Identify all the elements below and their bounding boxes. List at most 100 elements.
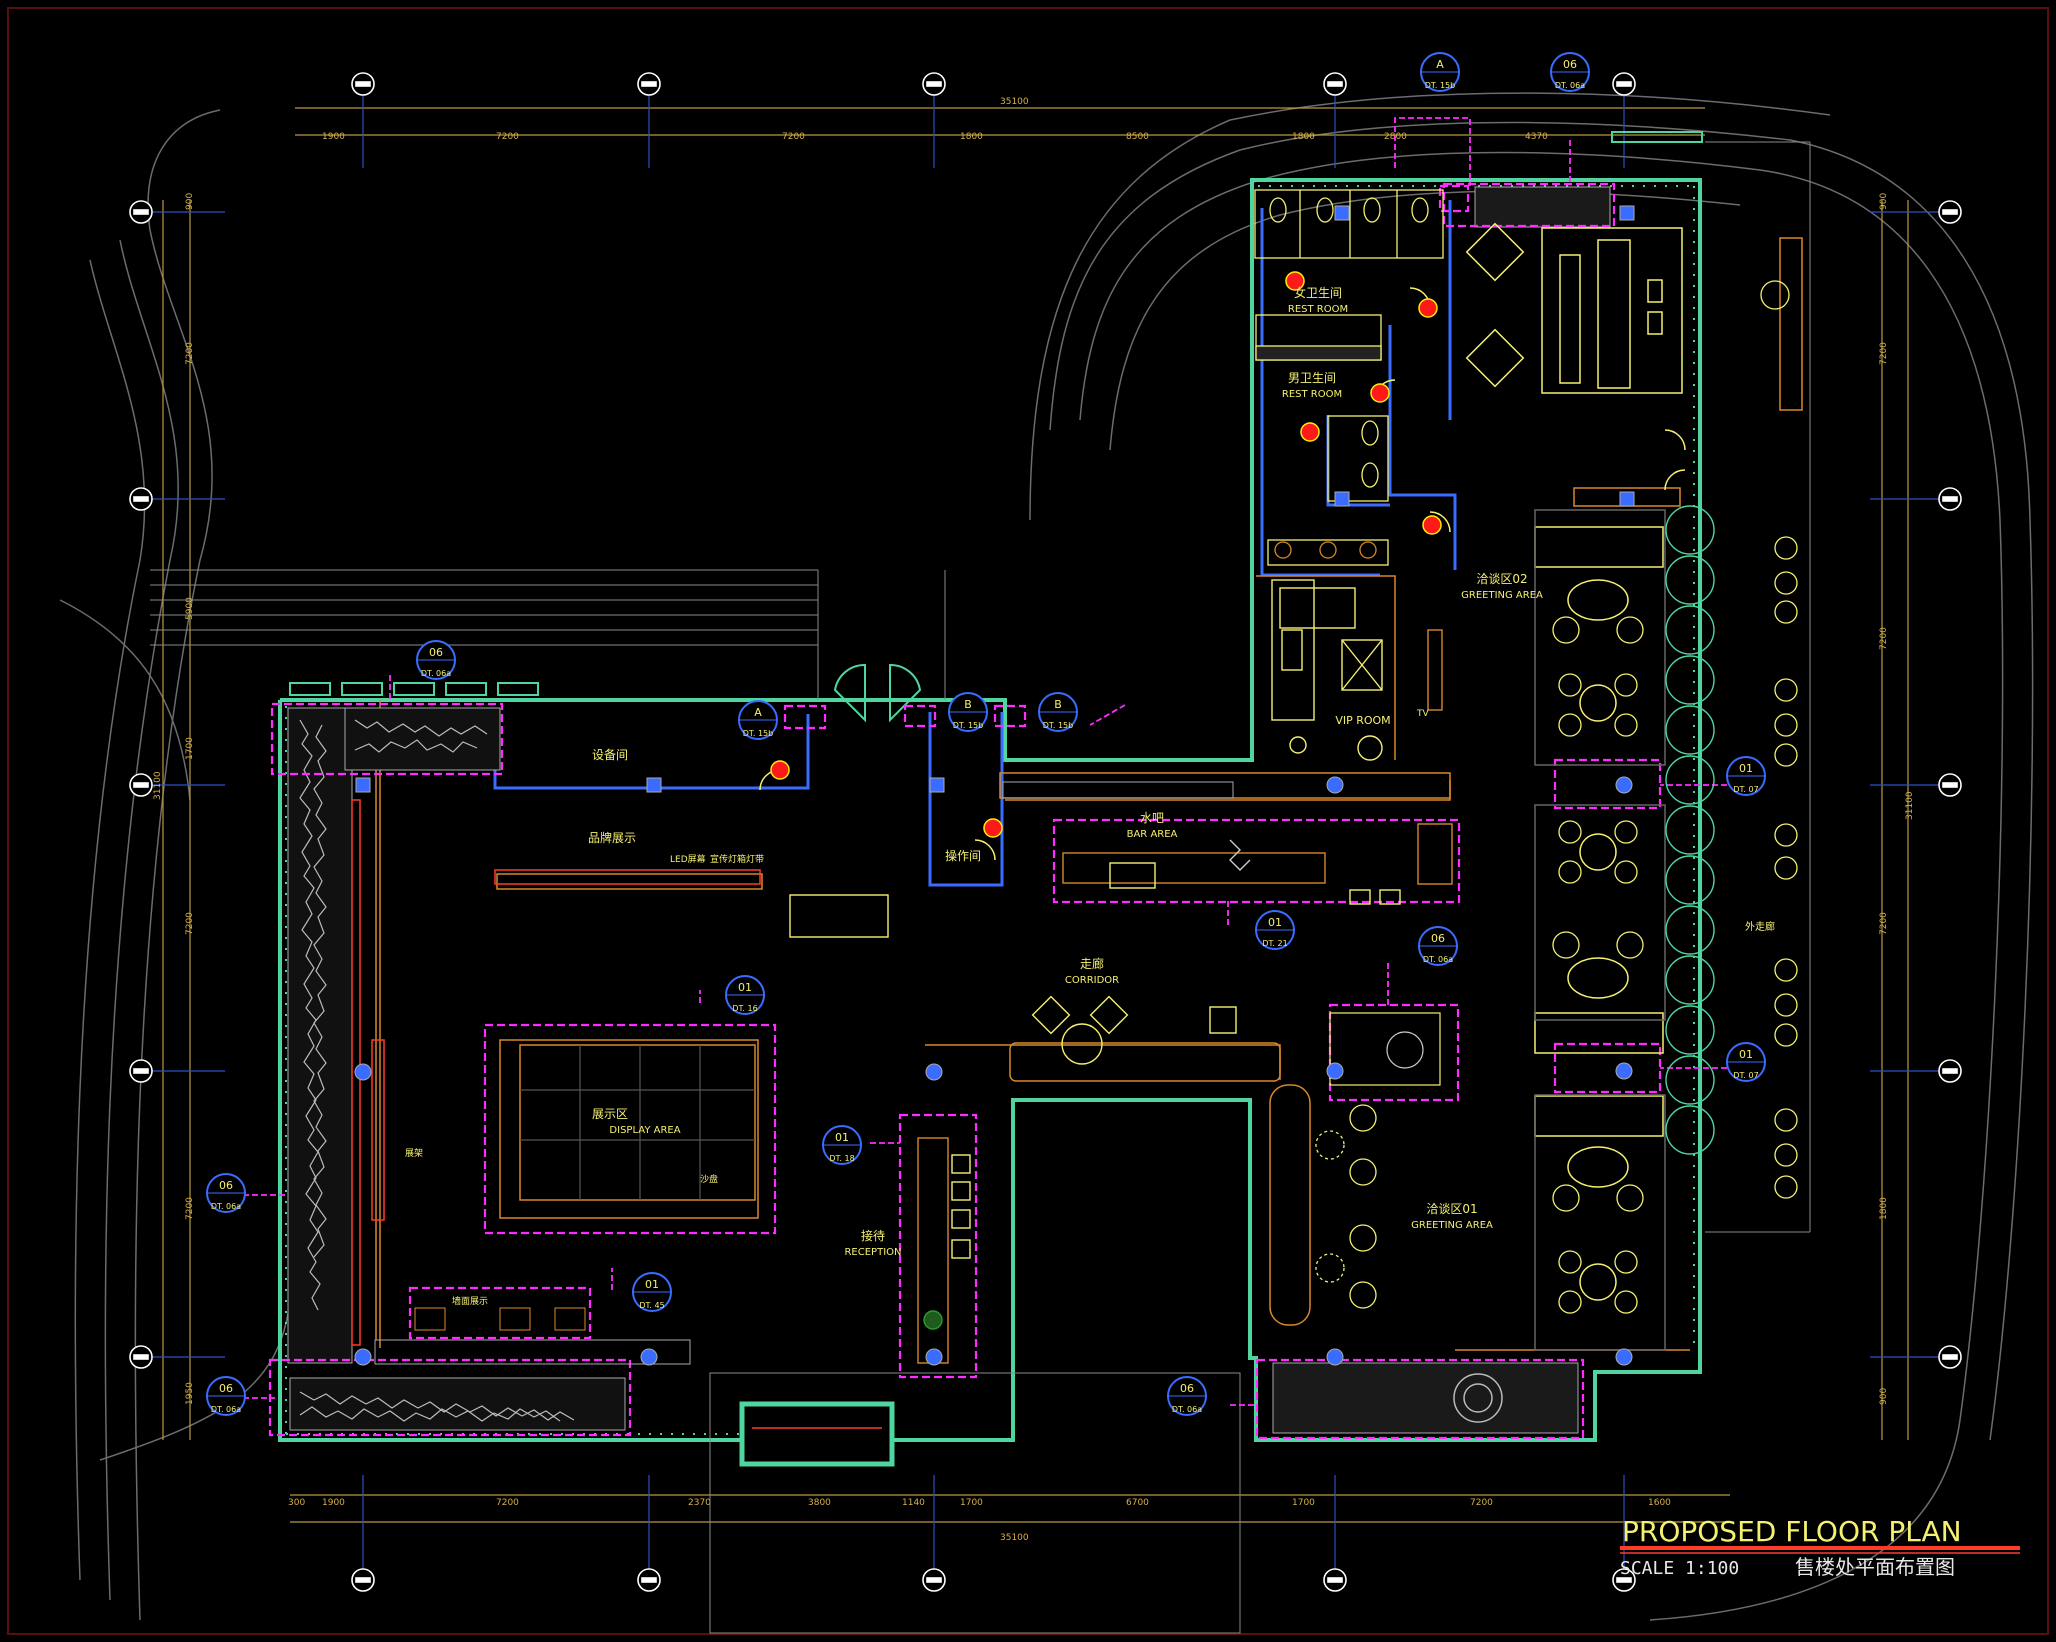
women-restroom-label-cn: 女卫生间 — [1294, 285, 1342, 300]
bar-label-en: BAR AREA — [1127, 829, 1178, 840]
callout-ref: DT. 06a — [1423, 955, 1453, 964]
callout-number: A — [754, 706, 762, 719]
reception-desk — [917, 1137, 971, 1364]
dim-label: 1800 — [960, 132, 983, 142]
callout-number: 01 — [645, 1278, 659, 1291]
bar-label-cn: 水吧 — [1140, 811, 1164, 825]
greeting02-label-cn: 洽谈区02 — [1476, 572, 1527, 586]
axis-bubbles — [129, 72, 1962, 1592]
greeting01-chairs — [1315, 1104, 1377, 1309]
callout-ref: DT. 45 — [639, 1301, 664, 1310]
axis-bubble — [351, 1568, 375, 1592]
callout-ref: DT. 15b — [743, 729, 773, 738]
callout-number: 01 — [1268, 916, 1282, 929]
callout-ref: DT. 16 — [732, 1004, 757, 1013]
callout-number: 01 — [738, 981, 752, 994]
callout-number: B — [964, 698, 972, 711]
dim-label: 4370 — [1525, 132, 1548, 142]
callout-ref: DT. 06a — [1172, 1405, 1202, 1414]
bar-furniture — [1062, 823, 1453, 905]
brand-display-label: 品牌展示 — [588, 831, 636, 845]
women-restroom-label-en: REST ROOM — [1288, 304, 1348, 315]
axis-bubble — [129, 1059, 153, 1083]
axis-bubble — [1938, 773, 1962, 797]
dim-label: 7200 — [185, 1197, 195, 1220]
dim-label: 7200 — [1879, 627, 1889, 650]
axis-bubble — [1323, 72, 1347, 96]
men-restroom-label-en: REST ROOM — [1282, 389, 1342, 400]
display-label-cn: 展示区 — [592, 1107, 628, 1121]
curtain-wall-ticks — [285, 185, 1695, 1435]
dim-label: 7200 — [1879, 342, 1889, 365]
main-entrance — [739, 663, 922, 1467]
callout-number: A — [1436, 58, 1444, 71]
dim-label: 1600 — [1648, 1498, 1671, 1508]
dim-label: 900 — [1879, 193, 1889, 210]
planter-walls — [287, 186, 1611, 1434]
axis-bubble — [1612, 1568, 1636, 1592]
axis-bubble — [1612, 72, 1636, 96]
dim-label: 900 — [185, 193, 195, 210]
callout-number: 06 — [1563, 58, 1577, 71]
reception-label-cn: 接待 — [861, 1228, 885, 1243]
dim-label: 300 — [288, 1498, 305, 1508]
callout-number: 06 — [219, 1179, 233, 1192]
axis-bubble — [1938, 487, 1962, 511]
dim-bottom-total: 35100 — [1000, 1533, 1029, 1543]
note-led-screen: LED屏幕 — [670, 853, 706, 865]
axis-bubble — [637, 1568, 661, 1592]
drawing-subtitle-cn: 售楼处平面布置图 — [1795, 1555, 1955, 1579]
axis-bubble — [1938, 200, 1962, 224]
callout-ref: DT. 15b — [953, 721, 983, 730]
dim-label: 1800 — [1879, 1197, 1889, 1220]
callout-number: B — [1054, 698, 1062, 711]
axis-bubble — [1938, 1345, 1962, 1369]
vip-room-label: VIP ROOM — [1335, 714, 1390, 727]
axis-bubble — [922, 1568, 946, 1592]
lounge-furniture-top — [1465, 222, 1683, 394]
display-label-en: DISPLAY AREA — [609, 1125, 680, 1136]
annotation-notes: LED屏幕 宣传灯箱灯带 展架 沙盘 墙面展示 TV — [405, 709, 1429, 1307]
vip-furniture — [1271, 579, 1443, 761]
reception-label-en: RECEPTION — [844, 1247, 901, 1258]
axis-bubble — [1938, 1059, 1962, 1083]
display-model — [499, 1039, 759, 1219]
dim-label: 3800 — [808, 1498, 831, 1508]
axis-lines — [152, 95, 1940, 1570]
exterior-walls — [278, 178, 1702, 1442]
men-restroom-label-cn: 男卫生间 — [1288, 371, 1336, 385]
corridor-label-cn: 走廊 — [1080, 956, 1104, 971]
callout-bubble: ADT. 15b — [1420, 52, 1460, 92]
brand-display — [351, 781, 1441, 1365]
callout-ref: DT. 06a — [211, 1202, 241, 1211]
dim-label: 1800 — [1292, 132, 1315, 142]
toilet-fixtures — [1254, 189, 1444, 566]
title-block: PROPOSED FLOOR PLAN SCALE 1:100 售楼处平面布置图 — [1620, 1515, 2020, 1579]
interior-walls — [493, 200, 1457, 887]
room-labels: 女卫生间 REST ROOM 男卫生间 REST ROOM VIP ROOM 洽… — [588, 285, 1775, 1258]
note-wall-display: 墙面展示 — [452, 1295, 488, 1307]
columns — [354, 205, 1635, 1366]
callout-ref: DT. 15b — [1043, 721, 1073, 730]
drawing-scale: SCALE 1:100 — [1620, 1558, 1739, 1579]
axis-bubble — [129, 1345, 153, 1369]
note-model: 沙盘 — [700, 1173, 718, 1185]
dim-label: 1700 — [1292, 1498, 1315, 1508]
dim-label: 900 — [1879, 1388, 1889, 1405]
drawing-border — [7, 7, 2049, 1635]
axis-bubble — [351, 72, 375, 96]
note-tv: TV — [1416, 709, 1429, 719]
dim-label: 2370 — [688, 1498, 711, 1508]
dim-label: 7200 — [185, 342, 195, 365]
dim-label: 1950 — [185, 1382, 195, 1405]
